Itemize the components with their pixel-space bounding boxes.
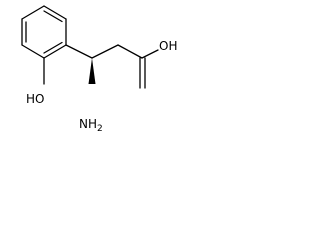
wedge-bond-amino <box>88 58 96 84</box>
bond-ch2-to-carboxyl <box>117 44 143 59</box>
amino-label: NH2 <box>79 117 103 134</box>
bond-carboxyl-to-oh <box>141 49 159 59</box>
bond-ring-to-chiral-carbon <box>65 44 93 59</box>
ring-double-bond-bottom <box>43 41 63 54</box>
chemical-structure-diagram: HO NH2 OH <box>21 5 177 134</box>
benzene-ring <box>21 5 67 59</box>
carboxyl-oh-label: OH <box>159 39 177 53</box>
ring-double-bond-top <box>43 10 63 23</box>
ring-bond-bottom-left <box>21 44 45 59</box>
ring-bond-bottom-right <box>43 44 67 59</box>
ring-bond-top-right <box>43 5 67 20</box>
chain-bonds <box>43 44 159 89</box>
ring-bond-top-left <box>21 5 45 20</box>
hydroxyl-label: HO <box>26 92 44 106</box>
bond-chiral-to-ch2 <box>91 44 119 59</box>
